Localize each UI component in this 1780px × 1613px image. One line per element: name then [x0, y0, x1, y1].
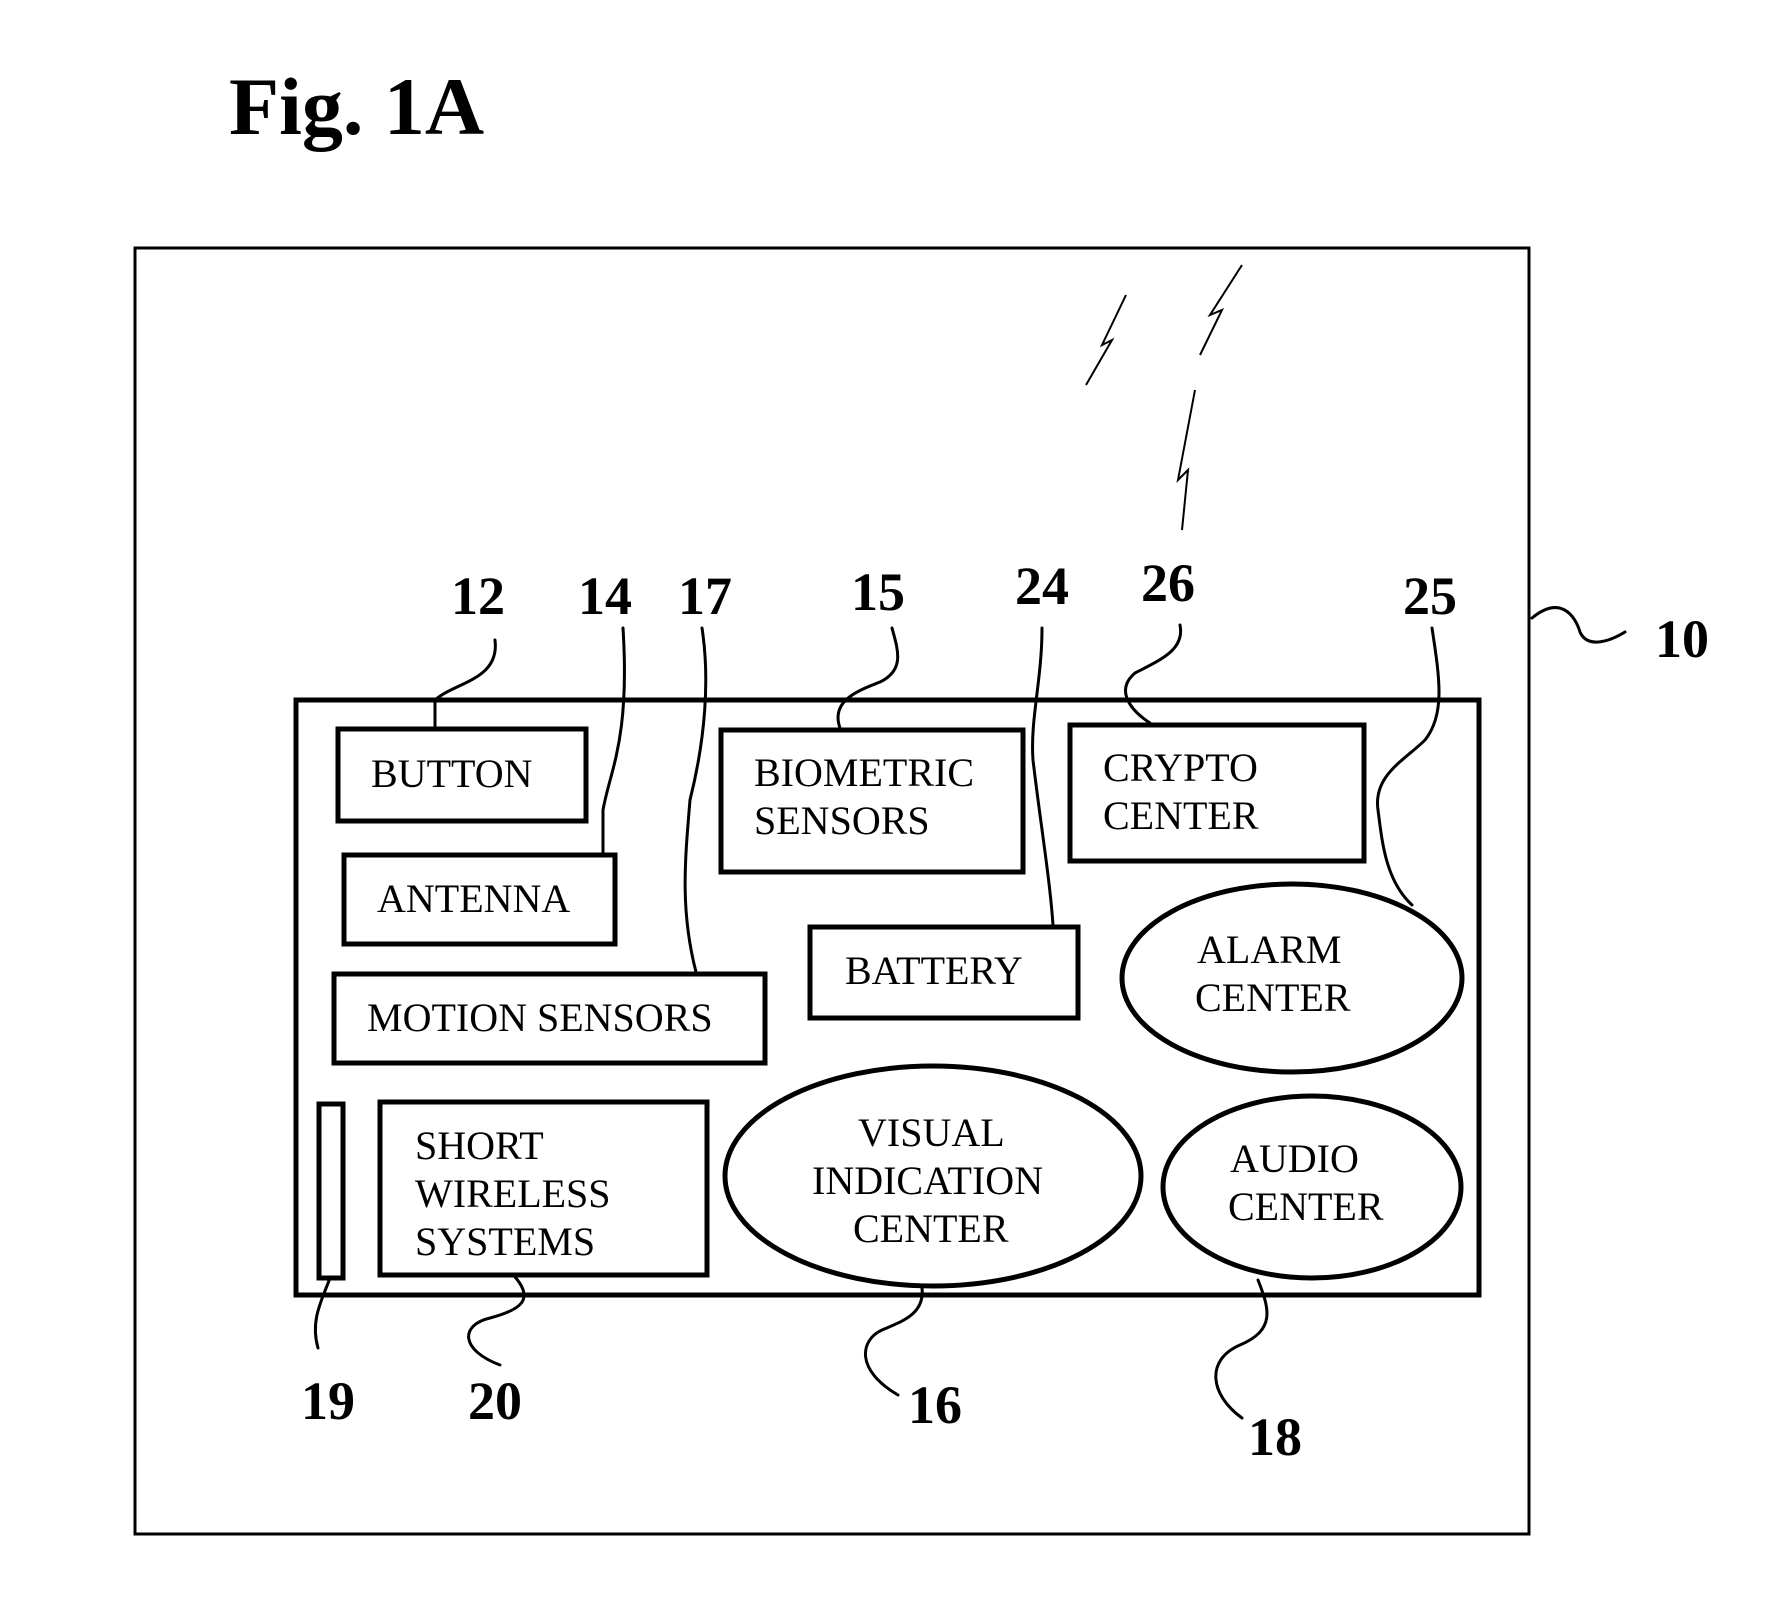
- ref-button: 12: [451, 566, 505, 626]
- leader-biometric: [838, 628, 898, 728]
- short-wireless-label-2: WIRELESS: [415, 1171, 611, 1216]
- button-label: BUTTON: [371, 751, 532, 796]
- motion-sensors-label: MOTION SENSORS: [367, 995, 713, 1040]
- leader-battery: [1033, 628, 1053, 925]
- alarm-center-label-2: CENTER: [1195, 975, 1351, 1020]
- leader-device: [1532, 608, 1625, 642]
- leader-button: [435, 640, 495, 727]
- leader-short-wireless: [469, 1277, 524, 1365]
- leader-strip: [315, 1278, 330, 1348]
- ref-alarm: 25: [1403, 566, 1457, 626]
- biometric-sensors-label-2: SENSORS: [754, 798, 930, 843]
- visual-indication-label-1: VISUAL: [858, 1110, 1005, 1155]
- leader-motion: [685, 628, 706, 972]
- ref-battery: 24: [1015, 556, 1069, 616]
- crypto-center-label-2: CENTER: [1103, 793, 1259, 838]
- visual-indication-label-2: INDICATION: [812, 1158, 1043, 1203]
- antenna-label: ANTENNA: [377, 876, 570, 921]
- ref-visual: 16: [908, 1375, 962, 1435]
- ref-short-wireless: 20: [468, 1371, 522, 1431]
- ref-device: 10: [1655, 609, 1709, 669]
- ref-strip: 19: [301, 1371, 355, 1431]
- strip-block: [319, 1104, 343, 1278]
- crypto-center-label-1: CRYPTO: [1103, 745, 1258, 790]
- signal-bolt-icon: [1178, 390, 1195, 530]
- audio-center-label-1: AUDIO: [1230, 1136, 1359, 1181]
- short-wireless-label-1: SHORT: [415, 1123, 544, 1168]
- leader-alarm: [1377, 628, 1439, 905]
- visual-indication-label-3: CENTER: [853, 1206, 1009, 1251]
- ref-antenna: 14: [578, 566, 632, 626]
- leader-audio: [1216, 1280, 1267, 1418]
- audio-center-label-2: CENTER: [1228, 1184, 1384, 1229]
- ref-audio: 18: [1248, 1407, 1302, 1467]
- leader-antenna: [603, 628, 624, 853]
- figure-title: Fig. 1A: [229, 61, 484, 152]
- signal-bolt-icon: [1200, 265, 1242, 355]
- battery-label: BATTERY: [845, 948, 1023, 993]
- ref-crypto: 26: [1141, 553, 1195, 613]
- signal-bolt-icon: [1086, 295, 1126, 385]
- short-wireless-label-3: SYSTEMS: [415, 1219, 595, 1264]
- ref-biometric: 15: [851, 562, 905, 622]
- ref-motion: 17: [678, 566, 732, 626]
- leader-crypto: [1126, 625, 1181, 723]
- biometric-sensors-label-1: BIOMETRIC: [754, 750, 974, 795]
- alarm-center-label-1: ALARM: [1197, 927, 1341, 972]
